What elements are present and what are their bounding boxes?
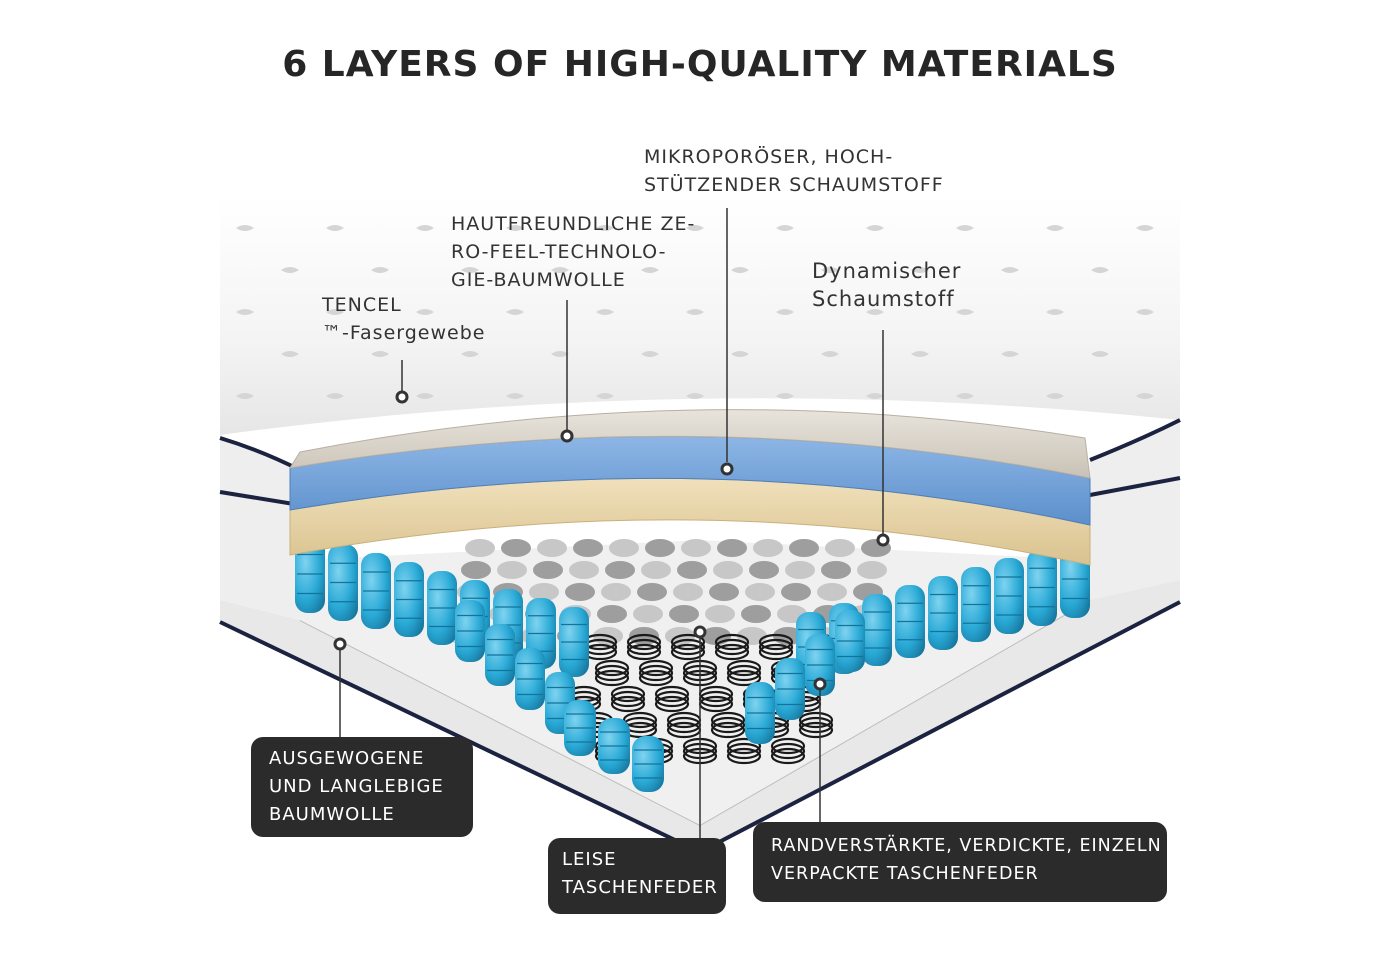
callout-quiet-springs: LEISE TASCHENFEDER <box>548 838 726 914</box>
top-comfort-layer <box>288 409 1091 479</box>
label-microporous-foam: MIKROPORÖSER, HOCH- STÜTZENDER SCHAUMSTO… <box>644 146 944 196</box>
label-skin-friendly-cotton: HAUTFREUNDLICHE ZE- RO-FEEL-TECHNOLO- GI… <box>451 213 696 291</box>
callout-edge-springs: RANDVERSTÄRKTE, VERDICKTE, EINZELN VERPA… <box>753 822 1167 902</box>
label-tencel: TENCEL ™-Fasergewebe <box>322 294 486 344</box>
page-title: 6 LAYERS OF HIGH-QUALITY MATERIALS <box>282 44 1118 85</box>
callout-balanced-cotton: AUSGEWOGENE UND LANGLEBIGE BAUMWOLLE <box>251 737 473 837</box>
label-dynamic-foam: Dynamischer Schaumstoff <box>812 259 962 311</box>
marker-dots <box>333 390 890 691</box>
mattress-left-side <box>220 435 300 620</box>
mattress-right-side <box>1090 420 1180 600</box>
grey-spring-grid <box>449 539 891 645</box>
leader-lines <box>339 208 884 838</box>
edge-pocket-springs <box>295 535 1090 792</box>
cover-tufting <box>236 225 1154 399</box>
mattress-top-cover <box>220 195 1180 435</box>
